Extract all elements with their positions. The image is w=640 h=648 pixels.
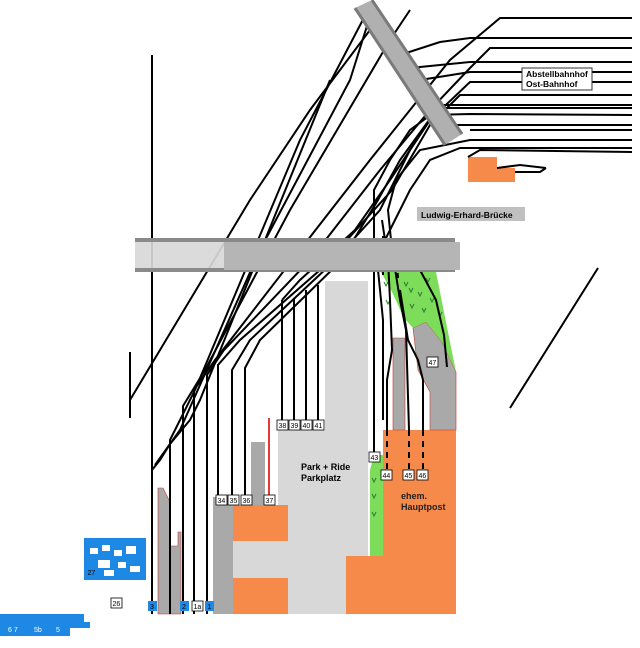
svg-text:3: 3 bbox=[150, 604, 154, 611]
svg-text:46: 46 bbox=[419, 473, 427, 480]
building-areas bbox=[223, 157, 515, 614]
hauptpost-building bbox=[346, 430, 456, 614]
tag-45: 45 bbox=[402, 469, 415, 481]
svg-text:35: 35 bbox=[230, 498, 238, 505]
platform-44-45 bbox=[392, 337, 406, 431]
station-label-2: Ost-Bahnhof bbox=[526, 79, 578, 89]
svg-text:34: 34 bbox=[218, 498, 226, 505]
platform-46-47 bbox=[412, 321, 457, 431]
ludwig-erhard-bridge bbox=[135, 238, 460, 272]
blue-block bbox=[84, 538, 146, 580]
post-label-2: Hauptpost bbox=[401, 502, 446, 512]
svg-text:47: 47 bbox=[429, 360, 437, 367]
tag-26: 26 bbox=[110, 597, 123, 609]
tag-44: 44 bbox=[380, 469, 393, 481]
building-left-upper bbox=[223, 505, 288, 541]
strip-label-3: 5 bbox=[56, 627, 60, 634]
strip-label-1: 6 7 bbox=[8, 627, 18, 634]
tag-43: 43 bbox=[368, 451, 381, 463]
diagonal-overpass bbox=[353, 0, 464, 146]
tag-47: 47 bbox=[426, 356, 439, 368]
svg-text:1: 1 bbox=[208, 604, 212, 611]
tag-27: 27 bbox=[86, 567, 97, 577]
tag-37: 37 bbox=[263, 494, 276, 506]
svg-text:43: 43 bbox=[371, 455, 379, 462]
parking-area bbox=[233, 281, 368, 614]
post-label-1: ehem. bbox=[401, 491, 427, 501]
parking-label-1: Park + Ride bbox=[301, 462, 350, 472]
map-labels: Abstellbahnhof Ost-Bahnhof Ludwig-Erhard… bbox=[301, 67, 593, 512]
svg-text:40: 40 bbox=[303, 423, 311, 430]
building-top-right bbox=[468, 157, 515, 182]
svg-text:36: 36 bbox=[243, 498, 251, 505]
tag-3: 3 bbox=[148, 601, 157, 611]
svg-text:1a: 1a bbox=[194, 604, 202, 611]
tag-1a: 1a bbox=[191, 600, 204, 612]
park-ride-lot bbox=[233, 281, 368, 614]
svg-text:37: 37 bbox=[266, 498, 274, 505]
tag-36: 36 bbox=[240, 494, 253, 506]
tag-34: 34 bbox=[215, 494, 228, 506]
station-label-1: Abstellbahnhof bbox=[526, 69, 588, 79]
tag-39: 39 bbox=[288, 419, 301, 431]
svg-text:38: 38 bbox=[279, 423, 287, 430]
tag-1: 1 bbox=[205, 601, 214, 611]
platform-36-37 bbox=[251, 442, 265, 505]
bridge-label: Ludwig-Erhard-Brücke bbox=[421, 210, 513, 220]
tag-2: 2 bbox=[180, 601, 189, 611]
svg-text:27: 27 bbox=[88, 570, 96, 577]
svg-text:26: 26 bbox=[113, 601, 121, 608]
svg-text:45: 45 bbox=[405, 473, 413, 480]
parking-label-2: Parkplatz bbox=[301, 473, 342, 483]
svg-text:44: 44 bbox=[383, 473, 391, 480]
tag-38: 38 bbox=[276, 419, 289, 431]
tag-46: 46 bbox=[416, 469, 429, 481]
strip-label-2: 5b bbox=[34, 627, 42, 634]
platform-tags: 38 39 40 41 34 35 36 37 43 44 45 46 47 2… bbox=[86, 356, 439, 612]
svg-text:39: 39 bbox=[291, 423, 299, 430]
tracks bbox=[129, 9, 633, 614]
tag-41: 41 bbox=[312, 419, 325, 431]
svg-text:41: 41 bbox=[315, 423, 323, 430]
tag-40: 40 bbox=[300, 419, 313, 431]
blue-strip-bottom bbox=[0, 614, 90, 636]
bottom-strip-labels: 6 7 5b 5 bbox=[8, 627, 60, 634]
platform-mid bbox=[213, 497, 233, 614]
tag-35: 35 bbox=[227, 494, 240, 506]
building-left-lower bbox=[223, 578, 288, 614]
svg-text:2: 2 bbox=[182, 604, 186, 611]
